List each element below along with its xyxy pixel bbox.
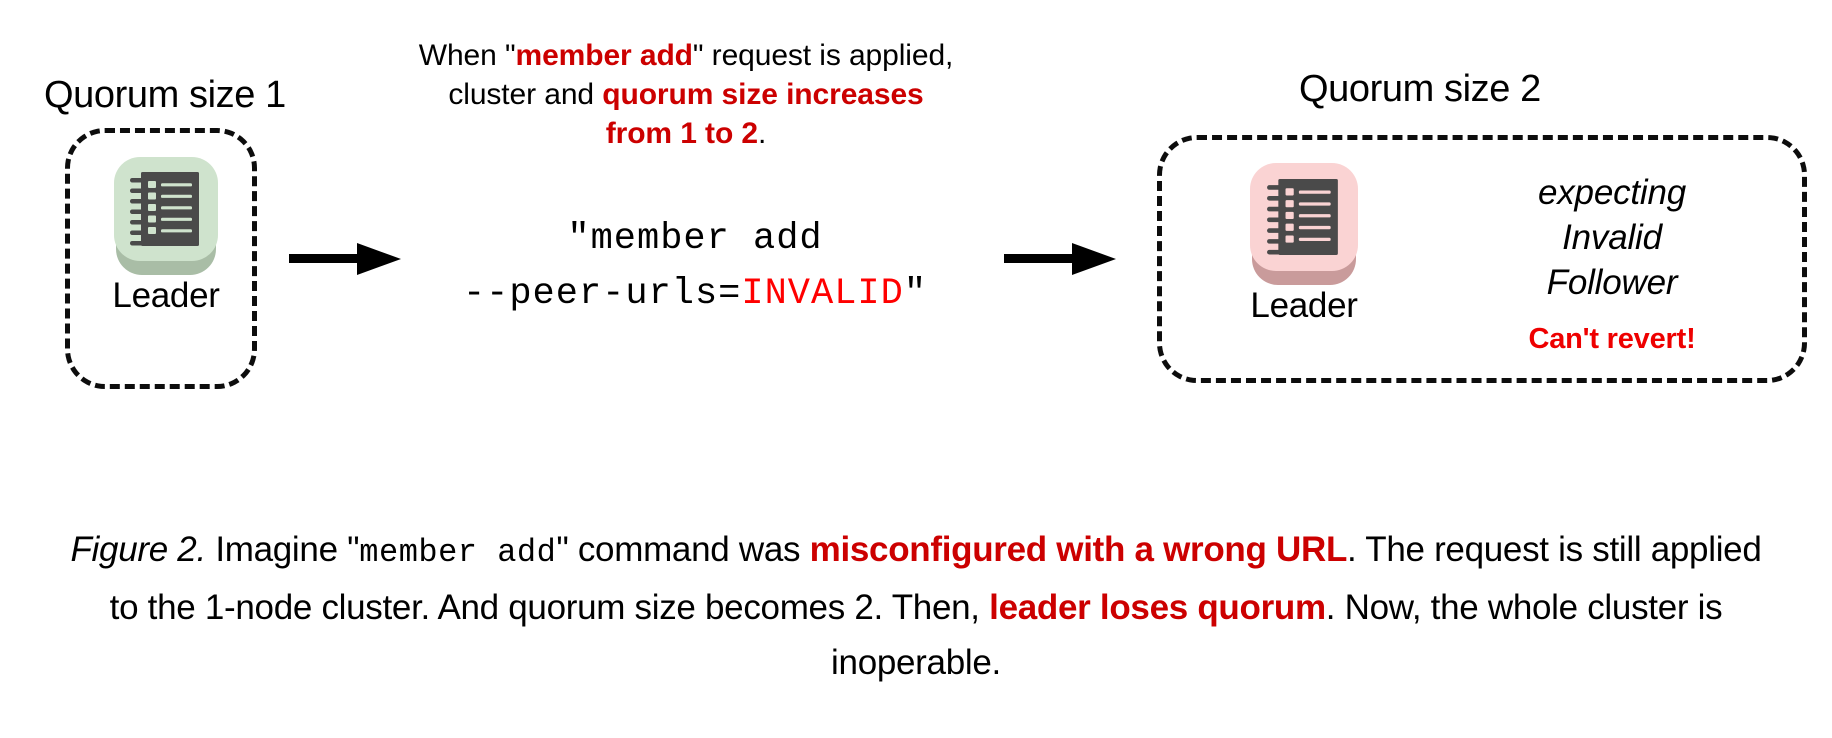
right-arrow-icon [1004, 242, 1116, 281]
caption-mono-command: member add [359, 534, 557, 571]
annotation-line-1: When "member add" request is applied, [386, 36, 986, 75]
annotation-line2-strong: quorum size increases [602, 78, 924, 111]
figure-caption: Figure 2. Imagine "member add" command w… [60, 522, 1772, 690]
top-annotation: When "member add" request is applied, cl… [386, 36, 986, 153]
command-line-2: --peer-urls=INVALID" [430, 267, 960, 322]
left-cluster-title: Quorum size 1 [44, 74, 286, 116]
annotation-line1-pre: When " [418, 39, 516, 72]
annotation-line3-strong: from 1 to 2 [605, 117, 758, 150]
annotation-line1-strong: member add [515, 39, 693, 72]
left-node-label: Leader [112, 276, 220, 315]
caption-seg-4: . Now, the whole cluster is inoperable. [831, 588, 1723, 682]
command-flag: --peer-urls= [462, 273, 742, 315]
annotation-line2-pre: cluster and [448, 78, 603, 111]
right-cluster-box: Leader expecting Invalid Follower Can't … [1157, 135, 1807, 383]
caption-strong-loses-quorum: leader loses quorum [989, 588, 1326, 627]
status-line-1: expecting [1537, 173, 1687, 212]
cant-revert-warning: Can't revert! [1528, 323, 1696, 355]
right-arrow-icon [289, 242, 401, 281]
command-invalid-value: INVALID [741, 273, 904, 315]
annotation-line3-post: . [758, 117, 767, 150]
status-line-3: Follower [1546, 263, 1678, 302]
annotation-line-3: from 1 to 2. [386, 114, 986, 153]
left-cluster-box: Leader [65, 128, 257, 389]
command-text: "member add --peer-urls=INVALID" [430, 212, 960, 322]
figure-label: Figure 2. [70, 530, 206, 569]
caption-seg-3: . The request is still applied to the 1-… [109, 530, 1762, 627]
annotation-line-2: cluster and quorum size increases [386, 75, 986, 114]
right-node-label: Leader [1250, 286, 1358, 325]
caption-seg-1: Imagine " [205, 530, 360, 569]
right-cluster-status: expecting Invalid Follower Can't revert! [1462, 170, 1762, 356]
left-node: Leader [92, 157, 240, 316]
command-close-quote: " [903, 273, 928, 315]
caption-seg-2: " command was [556, 530, 810, 569]
server-ledger-icon [112, 157, 220, 275]
icon-tile [114, 157, 218, 261]
command-line-1: "member add [567, 218, 823, 260]
right-cluster-title: Quorum size 2 [1299, 68, 1541, 110]
status-line-2: Invalid [1562, 218, 1662, 257]
right-node: Leader [1220, 163, 1388, 326]
annotation-line1-post: " request is applied, [692, 39, 954, 72]
caption-strong-misconfigured: misconfigured with a wrong URL [809, 530, 1348, 569]
server-ledger-icon [1248, 163, 1360, 285]
icon-tile [1250, 163, 1358, 271]
